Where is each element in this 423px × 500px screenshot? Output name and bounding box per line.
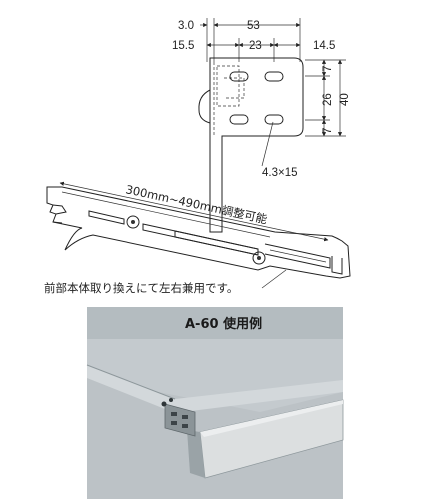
dim-26: 26 bbox=[322, 93, 334, 106]
dim-14-5: 14.5 bbox=[313, 40, 335, 52]
dim-40: 40 bbox=[339, 93, 351, 106]
usage-example-panel bbox=[86, 307, 344, 499]
dim-23: 23 bbox=[249, 40, 262, 52]
dim-15-5: 15.5 bbox=[172, 40, 194, 52]
dim-3-0: 3.0 bbox=[178, 20, 194, 32]
slot-size-label: 4.3×15 bbox=[262, 167, 298, 179]
front-note: 前部本体取り換えにて左右兼用です。 bbox=[44, 281, 238, 295]
bracket-detail-drawing bbox=[198, 18, 346, 233]
long-bracket-drawing bbox=[46, 181, 351, 289]
usage-example-title: A-60 使用例 bbox=[185, 316, 262, 332]
dim-7-bottom: 7 bbox=[322, 128, 334, 134]
dim-7-top: 7 bbox=[322, 66, 334, 72]
dim-53: 53 bbox=[247, 20, 260, 32]
